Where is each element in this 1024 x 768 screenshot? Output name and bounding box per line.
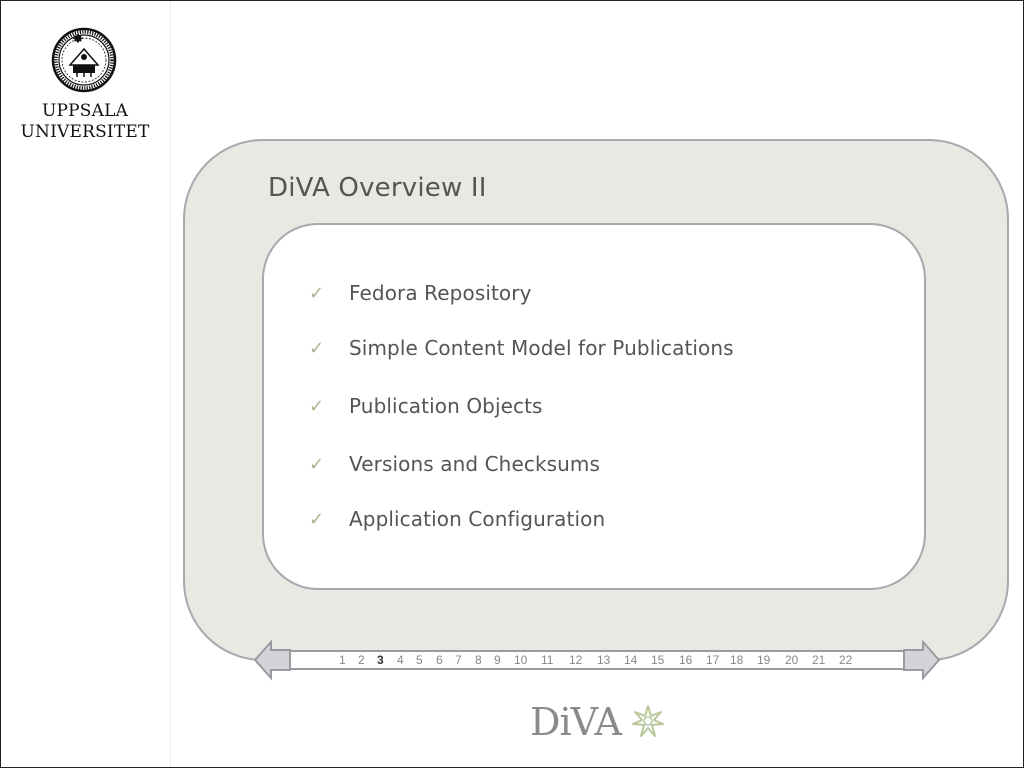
university-wordmark: UPPSALA UNIVERSITET xyxy=(15,101,155,143)
page-link[interactable]: 5 xyxy=(416,653,423,667)
page-link[interactable]: 17 xyxy=(706,653,720,667)
bullet-item: ✓ Application Configuration xyxy=(309,506,605,532)
page-link[interactable]: 18 xyxy=(730,653,744,667)
checkmark-icon: ✓ xyxy=(309,282,325,304)
page-link[interactable]: 20 xyxy=(785,653,799,667)
page-link[interactable]: 10 xyxy=(514,653,528,667)
page-link[interactable]: 22 xyxy=(839,653,853,667)
page-link[interactable]: 1 xyxy=(339,653,346,667)
arrow-left-icon[interactable] xyxy=(252,638,292,682)
bullet-item: ✓ Fedora Repository xyxy=(309,280,532,306)
checkmark-icon: ✓ xyxy=(309,453,325,475)
sidebar-branding: UPPSALA UNIVERSITET xyxy=(1,1,171,767)
slide-navigation-bar xyxy=(289,650,904,670)
arrow-right-icon[interactable] xyxy=(902,638,942,682)
page-link[interactable]: 21 xyxy=(812,653,826,667)
bullet-text: Versions and Checksums xyxy=(349,452,601,476)
bullet-item: ✓ Publication Objects xyxy=(309,393,543,419)
star-icon xyxy=(632,705,664,737)
page-link[interactable]: 7 xyxy=(455,653,462,667)
page-link[interactable]: 16 xyxy=(679,653,693,667)
page-link[interactable]: 11 xyxy=(541,653,554,667)
diva-logo: DiVA xyxy=(530,700,622,744)
page-link[interactable]: 12 xyxy=(569,653,583,667)
bullet-text: Publication Objects xyxy=(349,394,543,418)
page-link[interactable]: 19 xyxy=(757,653,771,667)
bullet-item: ✓ Simple Content Model for Publications xyxy=(309,335,734,361)
page-link[interactable]: 6 xyxy=(436,653,443,667)
page-link[interactable]: 14 xyxy=(624,653,638,667)
university-name-line2: UNIVERSITET xyxy=(20,122,150,142)
checkmark-icon: ✓ xyxy=(309,395,325,417)
university-name-line1: UPPSALA xyxy=(41,101,129,121)
checkmark-icon: ✓ xyxy=(309,337,325,359)
page-link[interactable]: 4 xyxy=(397,653,404,667)
bullet-text: Application Configuration xyxy=(349,507,606,531)
bullet-text: Simple Content Model for Publications xyxy=(349,336,734,360)
page-link-current[interactable]: 3 xyxy=(377,653,384,667)
page-link[interactable]: 15 xyxy=(651,653,665,667)
university-seal-icon xyxy=(51,27,117,93)
page-link[interactable]: 2 xyxy=(358,653,365,667)
page-link[interactable]: 9 xyxy=(494,653,501,667)
checkmark-icon: ✓ xyxy=(309,508,325,530)
content-box xyxy=(262,223,926,590)
slide-title: DiVA Overview II xyxy=(268,173,487,203)
bullet-text: Fedora Repository xyxy=(349,281,532,305)
bullet-item: ✓ Versions and Checksums xyxy=(309,451,600,477)
page-link[interactable]: 13 xyxy=(597,653,611,667)
page-link[interactable]: 8 xyxy=(475,653,482,667)
